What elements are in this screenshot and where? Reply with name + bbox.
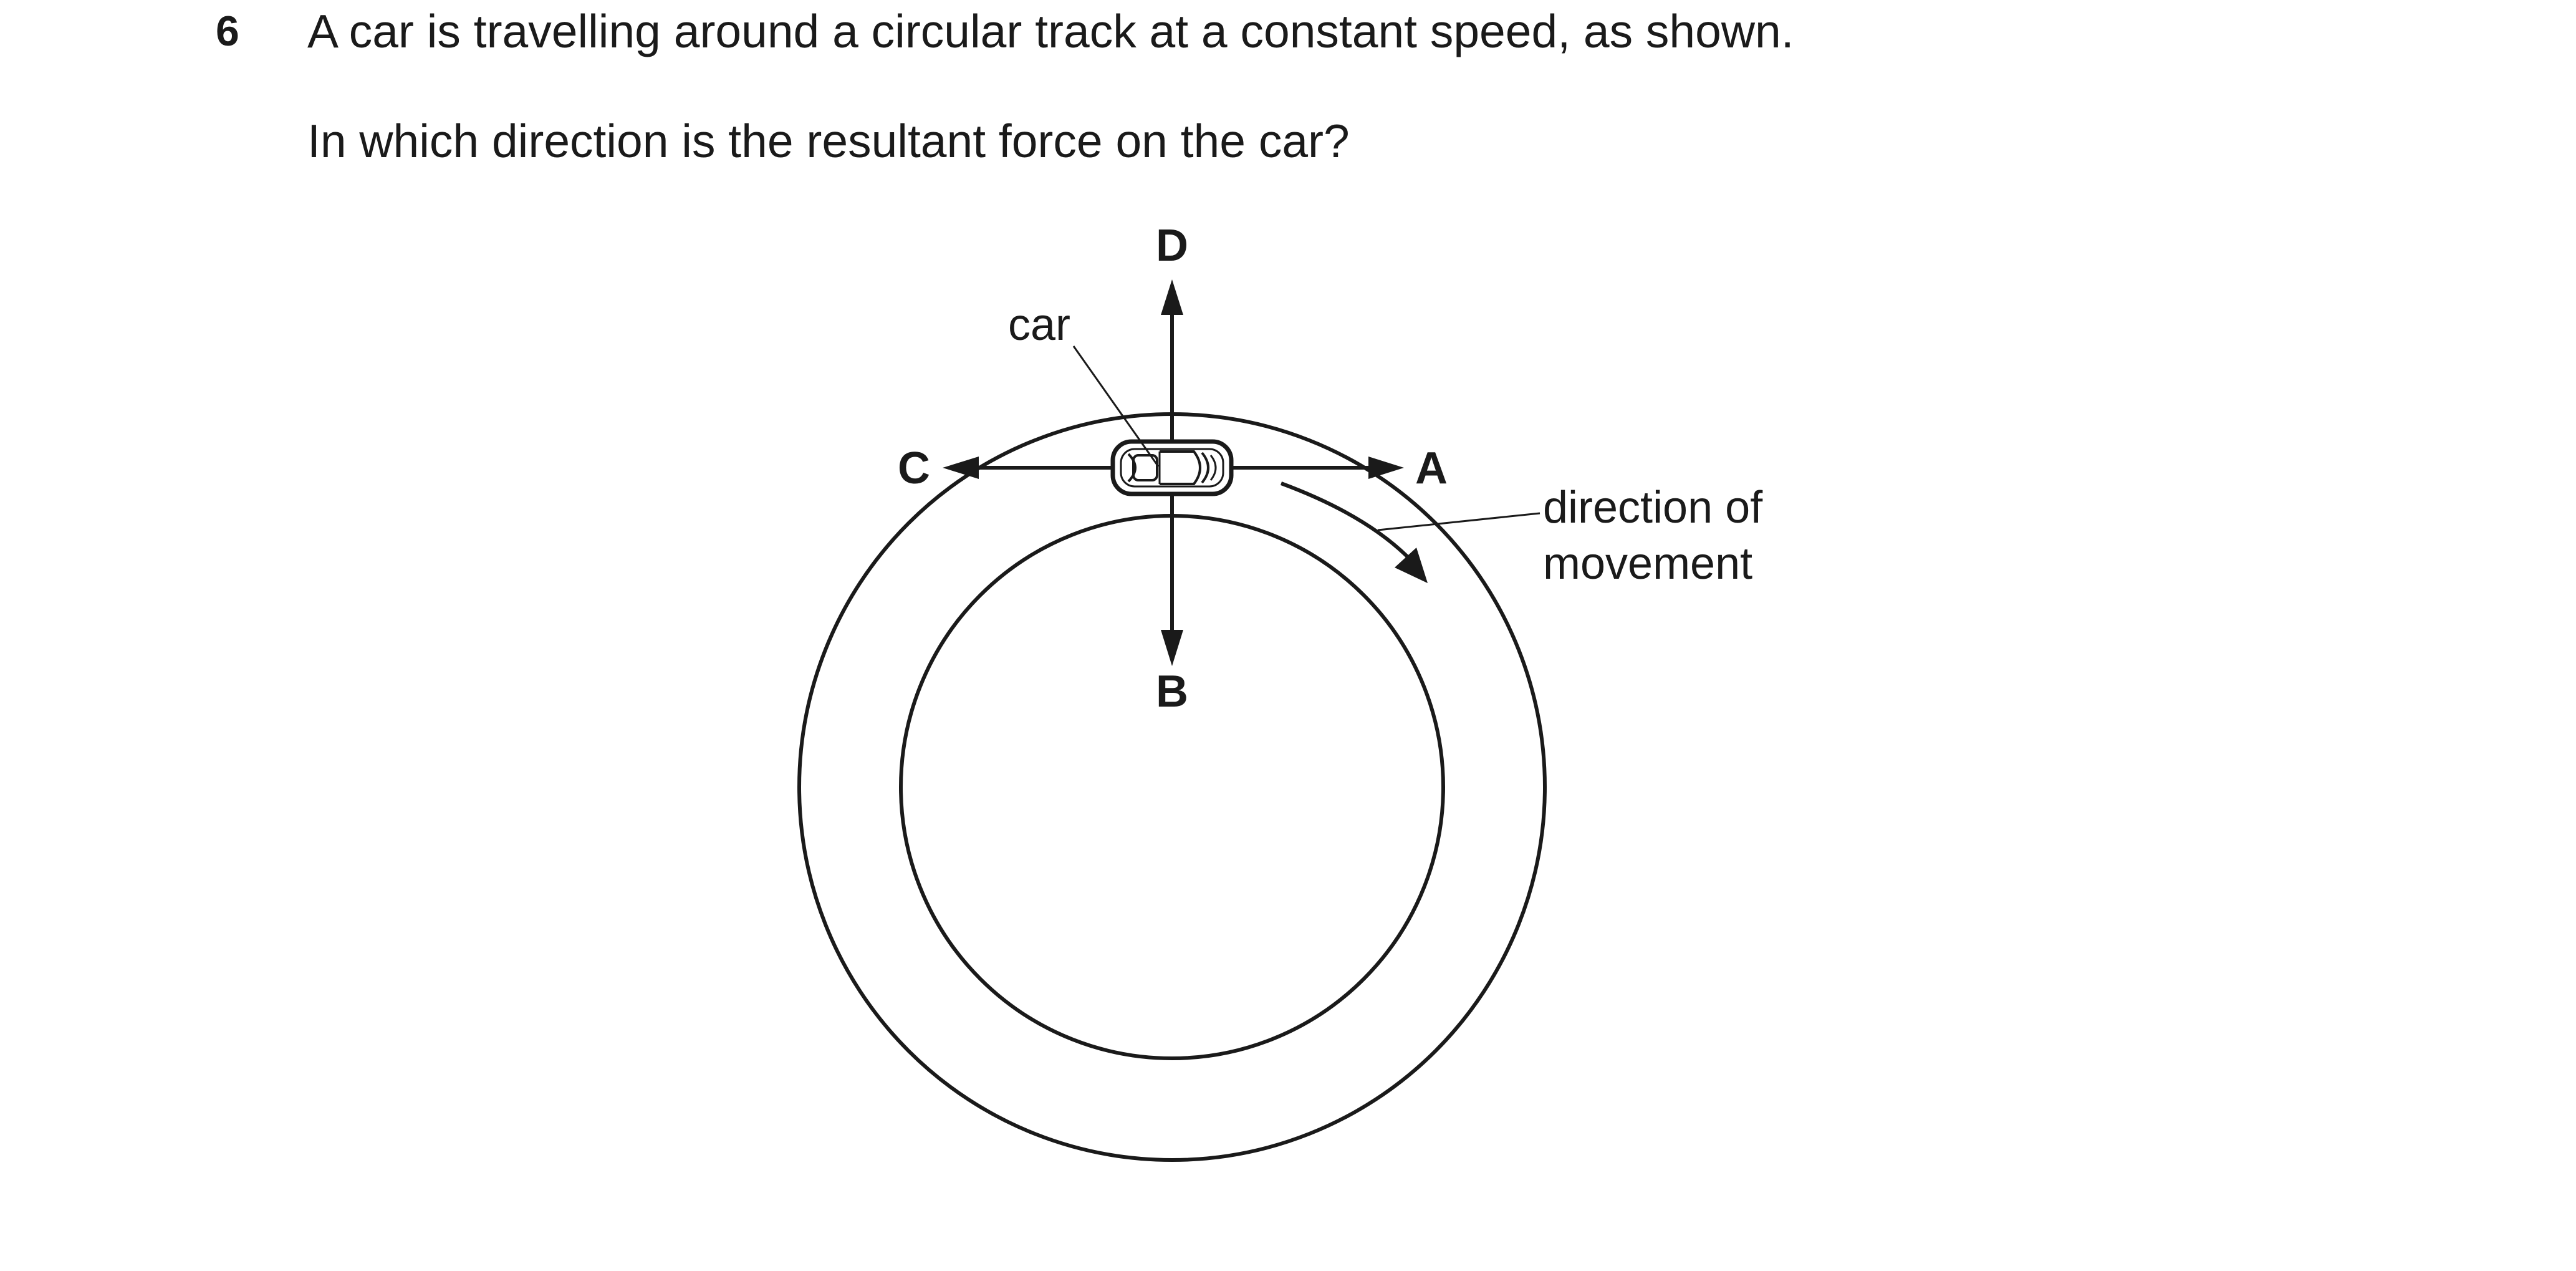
arrow-a — [1231, 457, 1404, 479]
question-number: 6 — [216, 7, 239, 55]
label-b: B — [1156, 667, 1188, 717]
question-prompt: In which direction is the resultant forc… — [307, 115, 1350, 167]
arrow-d — [1161, 279, 1183, 442]
car-leader-line — [1072, 346, 1160, 467]
label-direction-line1: direction of — [1543, 483, 1763, 533]
direction-of-movement-arrow — [1280, 481, 1428, 583]
direction-leader-line — [1377, 512, 1540, 531]
question-text: A car is travelling around a circular tr… — [307, 5, 1794, 57]
label-a: A — [1415, 443, 1448, 493]
arrow-b — [1161, 494, 1183, 666]
label-car: car — [1008, 300, 1070, 350]
label-direction-line2: movement — [1543, 539, 1752, 589]
label-d: D — [1156, 221, 1188, 271]
label-c: C — [898, 443, 930, 493]
arrow-c — [943, 457, 1113, 479]
car-icon — [1110, 439, 1234, 496]
